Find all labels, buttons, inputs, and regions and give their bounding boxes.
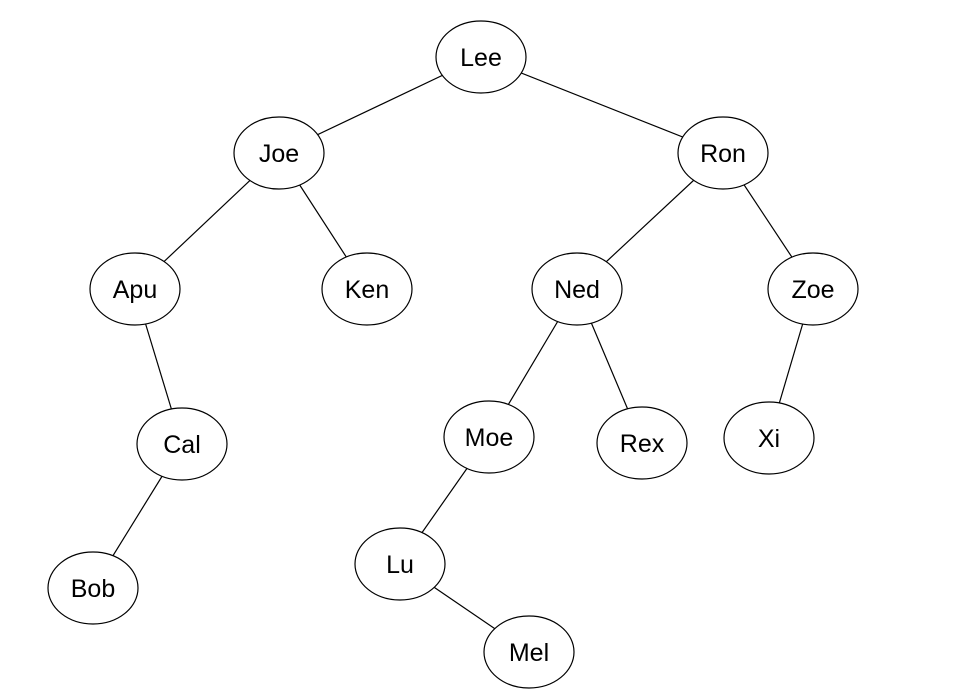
tree-node-lu: Lu bbox=[354, 527, 446, 601]
node-ellipse-zoe bbox=[767, 252, 859, 326]
tree-node-rex: Rex bbox=[596, 406, 688, 480]
tree-node-zoe: Zoe bbox=[767, 252, 859, 326]
node-ellipse-ned bbox=[531, 252, 623, 326]
node-label-mel: Mel bbox=[509, 639, 549, 667]
node-label-rex: Rex bbox=[620, 430, 665, 458]
node-label-apu: Apu bbox=[113, 276, 157, 304]
tree-node-xi: Xi bbox=[723, 401, 815, 475]
node-label-zoe: Zoe bbox=[791, 276, 834, 304]
node-ellipse-bob bbox=[47, 551, 139, 625]
node-ellipse-joe bbox=[233, 116, 325, 190]
node-label-bob: Bob bbox=[71, 575, 115, 603]
node-label-ron: Ron bbox=[700, 140, 746, 168]
node-label-xi: Xi bbox=[758, 425, 780, 453]
node-ellipse-ken bbox=[321, 252, 413, 326]
node-label-ned: Ned bbox=[554, 276, 600, 304]
tree-node-cal: Cal bbox=[136, 407, 228, 481]
node-label-moe: Moe bbox=[465, 424, 514, 452]
node-ellipse-apu bbox=[89, 252, 181, 326]
node-label-joe: Joe bbox=[259, 140, 299, 168]
node-ellipse-cal bbox=[136, 407, 228, 481]
tree-node-ned: Ned bbox=[531, 252, 623, 326]
node-ellipse-ron bbox=[677, 116, 769, 190]
node-ellipse-lee bbox=[435, 20, 527, 94]
node-ellipse-lu bbox=[354, 527, 446, 601]
node-ellipse-rex bbox=[596, 406, 688, 480]
tree-node-bob: Bob bbox=[47, 551, 139, 625]
tree-node-joe: Joe bbox=[233, 116, 325, 190]
tree-node-apu: Apu bbox=[89, 252, 181, 326]
node-label-lu: Lu bbox=[386, 551, 414, 579]
node-ellipse-mel bbox=[483, 615, 575, 689]
node-ellipse-moe bbox=[443, 400, 535, 474]
node-ellipse-xi bbox=[723, 401, 815, 475]
tree-node-moe: Moe bbox=[443, 400, 535, 474]
node-label-cal: Cal bbox=[163, 431, 201, 459]
tree-node-ken: Ken bbox=[321, 252, 413, 326]
tree-node-lee: Lee bbox=[435, 20, 527, 94]
node-label-ken: Ken bbox=[345, 276, 389, 304]
node-label-lee: Lee bbox=[460, 44, 502, 72]
tree-node-mel: Mel bbox=[483, 615, 575, 689]
tree-node-ron: Ron bbox=[677, 116, 769, 190]
